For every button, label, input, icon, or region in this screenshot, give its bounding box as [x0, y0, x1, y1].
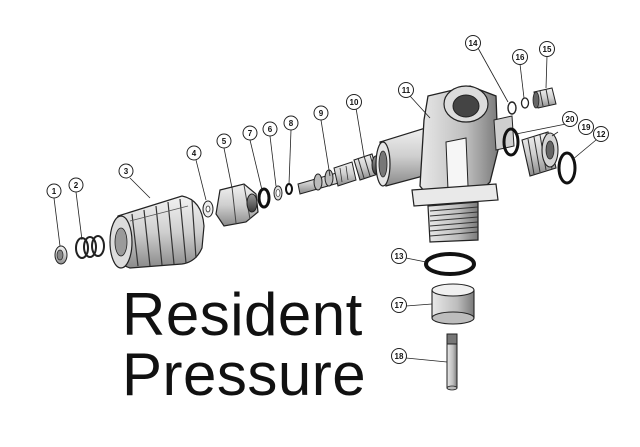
svg-text:18: 18 [395, 352, 404, 361]
title-line-2: Pressure [122, 341, 367, 408]
svg-text:2: 2 [74, 181, 79, 190]
svg-text:12: 12 [597, 130, 606, 139]
callout-2: 2 [68, 177, 84, 193]
part-1 [54, 245, 68, 265]
svg-text:13: 13 [395, 252, 404, 261]
svg-text:10: 10 [350, 98, 359, 107]
callout-6: 6 [262, 121, 278, 137]
part-9-valve-stem [297, 161, 357, 195]
callout-14: 14 [465, 35, 481, 51]
callout-11: 11 [398, 82, 414, 98]
part-16-ring [520, 97, 530, 109]
callout-18: 18 [391, 348, 407, 364]
callout-5: 5 [216, 133, 232, 149]
part-20-o-ring [502, 127, 520, 157]
part-5-hex-nut [215, 183, 259, 227]
callout-16: 16 [512, 49, 528, 65]
callout-10: 10 [346, 94, 362, 110]
callout-1: 1 [46, 183, 62, 199]
callout-7: 7 [242, 125, 258, 141]
svg-text:11: 11 [402, 86, 411, 95]
part-6-ring [273, 185, 283, 201]
part-11-valve-body [375, 85, 515, 243]
svg-text:3: 3 [124, 167, 129, 176]
svg-text:4: 4 [192, 149, 197, 158]
svg-text:1: 1 [52, 187, 57, 196]
part-7-o-ring [257, 187, 271, 209]
callout-15: 15 [539, 41, 555, 57]
callout-9: 9 [313, 105, 329, 121]
part-12-o-ring [557, 151, 577, 185]
callout-19: 19 [578, 119, 594, 135]
callout-3: 3 [118, 163, 134, 179]
svg-text:19: 19 [582, 123, 591, 132]
svg-text:8: 8 [289, 119, 294, 128]
title-line-1: Resident [122, 281, 363, 348]
part-19-adapter [521, 131, 559, 177]
callout-4: 4 [186, 145, 202, 161]
svg-text:15: 15 [543, 45, 552, 54]
svg-text:6: 6 [268, 125, 273, 134]
part-4-washer [202, 200, 214, 218]
svg-text:14: 14 [469, 39, 478, 48]
part-17-bushing [431, 283, 475, 325]
svg-text:20: 20 [566, 115, 575, 124]
part-8-o-ring [285, 183, 293, 195]
svg-text:9: 9 [319, 109, 324, 118]
leader-lines [53, 47, 597, 363]
callout-8: 8 [283, 115, 299, 131]
svg-text:5: 5 [222, 137, 227, 146]
svg-text:16: 16 [516, 53, 525, 62]
part-14-ring [507, 101, 517, 115]
part-18-dip-tube [446, 333, 458, 391]
callout-20: 20 [562, 111, 578, 127]
callout-13: 13 [391, 248, 407, 264]
callout-17: 17 [391, 297, 407, 313]
part-3-handwheel [109, 195, 205, 269]
svg-text:7: 7 [248, 129, 253, 138]
svg-text:17: 17 [395, 301, 404, 310]
part-15-plug [532, 87, 557, 109]
part-13-o-ring [424, 252, 476, 276]
callout-12: 12 [593, 126, 609, 142]
part-2 [75, 235, 105, 259]
